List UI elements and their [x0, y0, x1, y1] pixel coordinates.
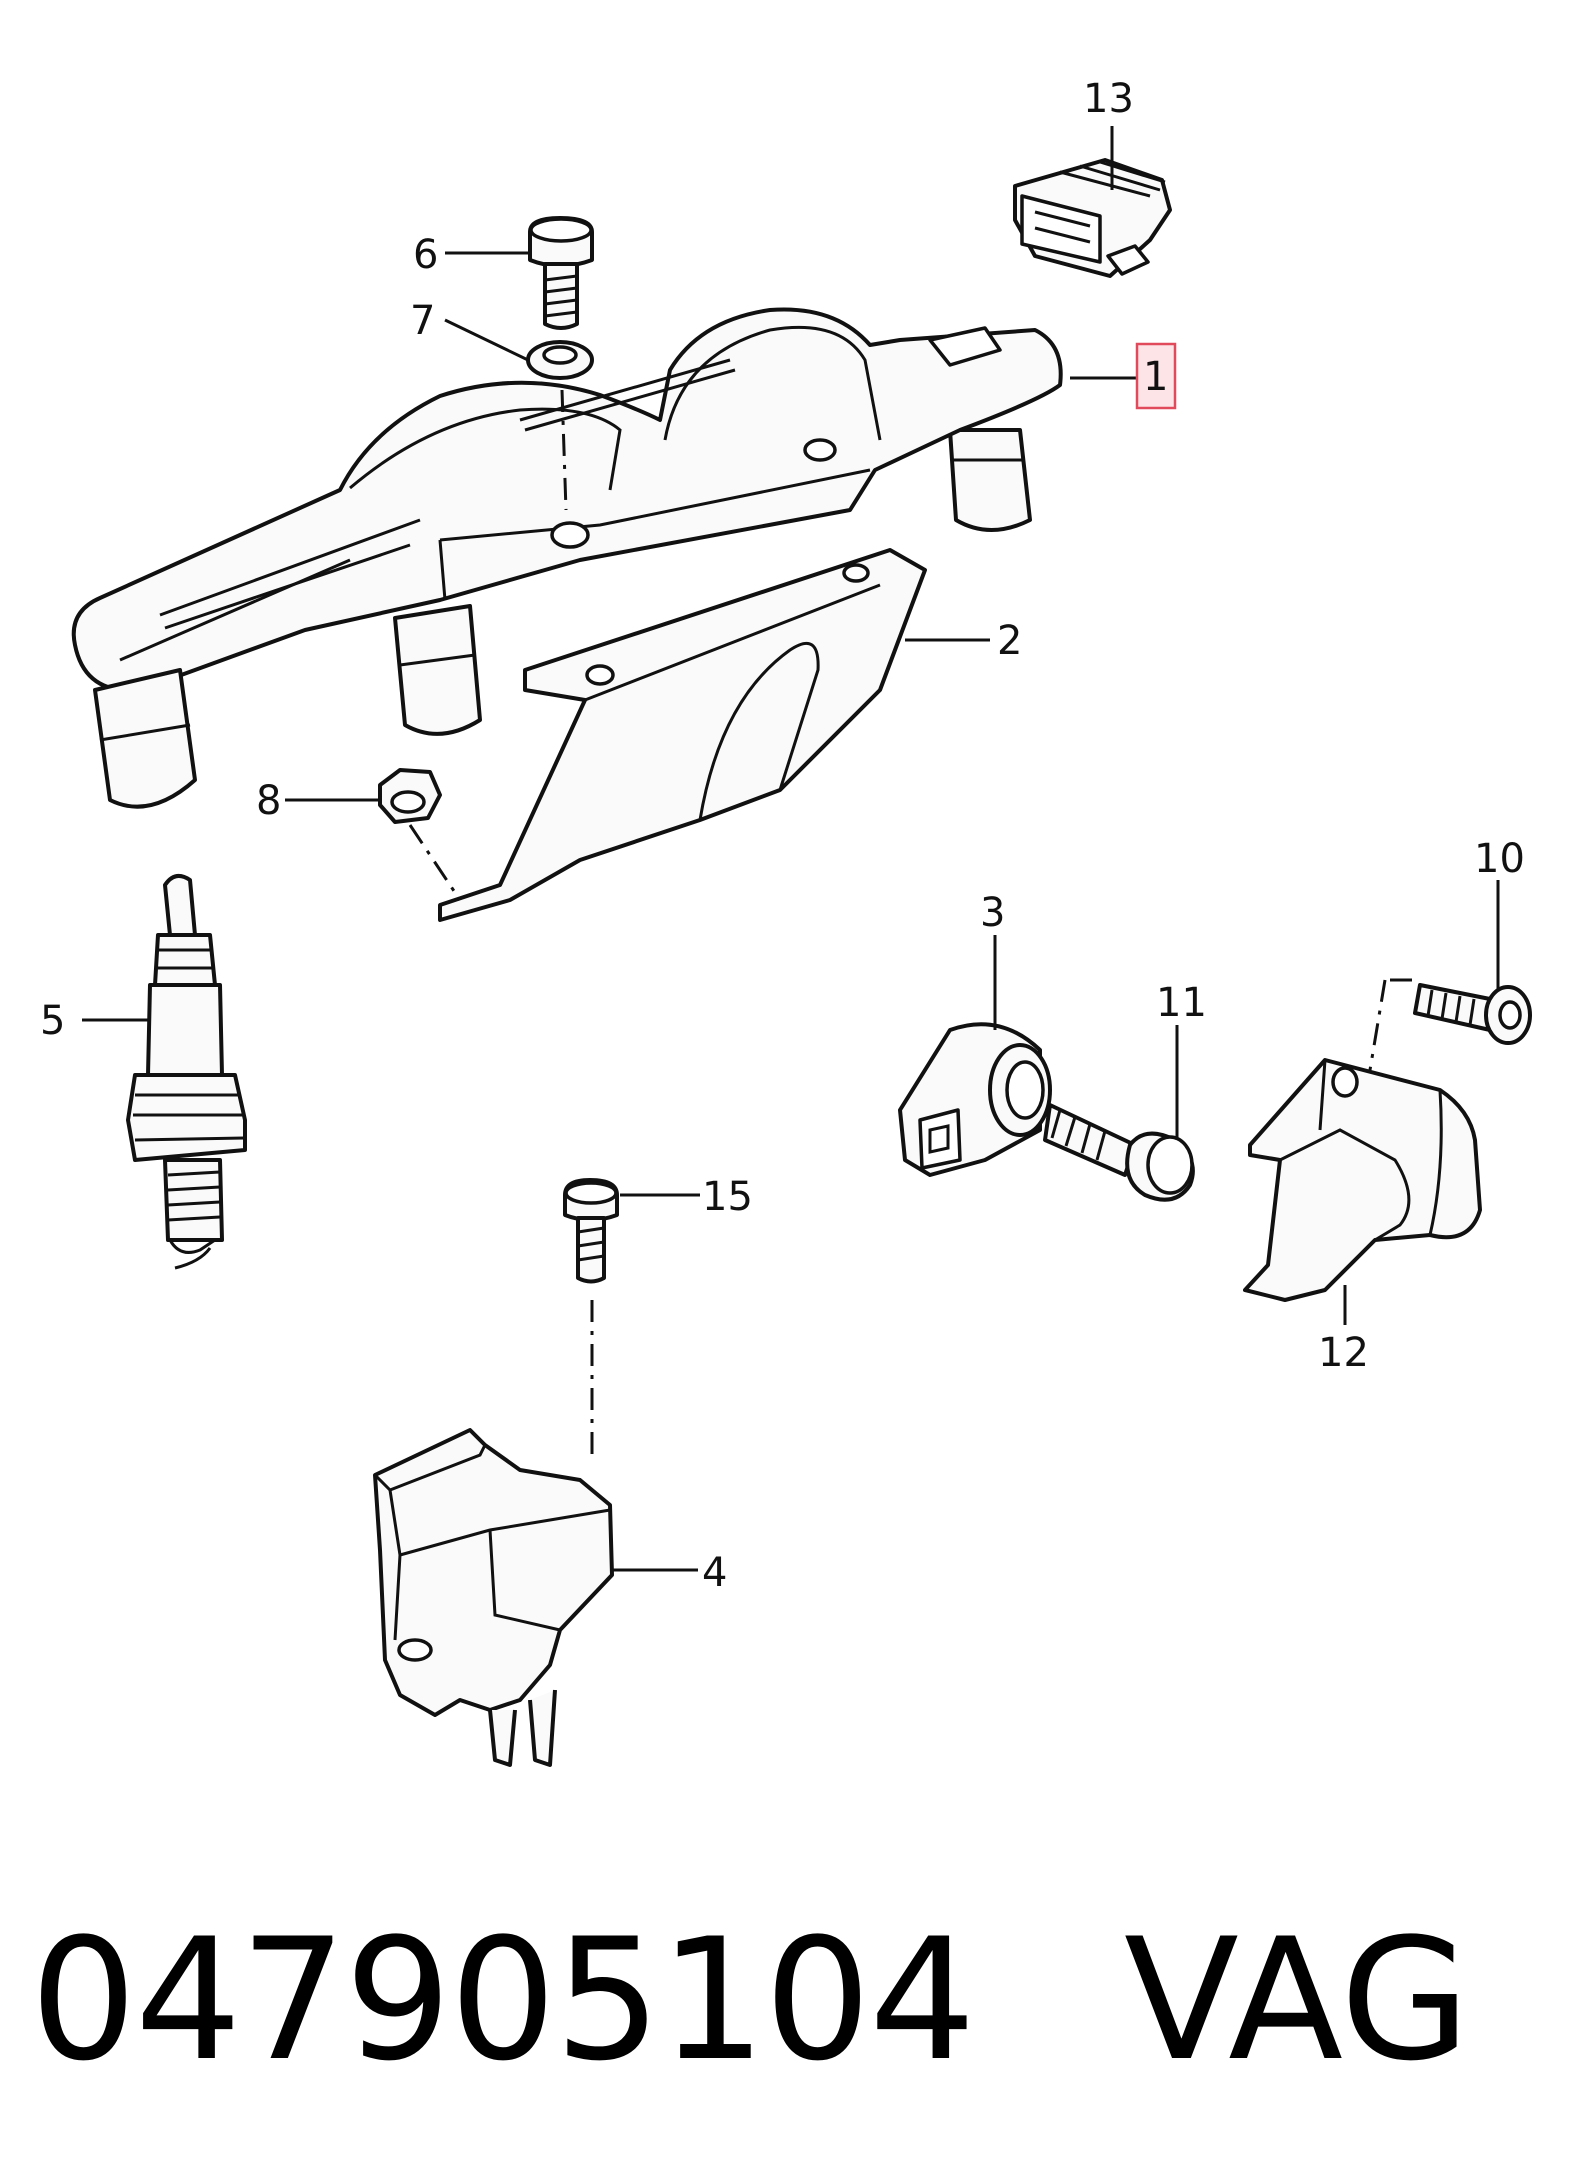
assembly-axis-lines [408, 389, 1415, 1460]
mounting-bracket-2 [438, 548, 927, 922]
ignition-module-4 [373, 1428, 614, 1767]
exploded-parts-diagram: 13 6 7 1 2 8 10 3 5 11 15 12 4 [40, 76, 1532, 1767]
highlight-box-1 [1135, 342, 1177, 410]
callout-10: 10 [1474, 836, 1525, 882]
callout-4: 4 [702, 1550, 727, 1596]
bolt-11 [1043, 1103, 1195, 1202]
sensor-3 [898, 1022, 1052, 1177]
nut-8 [378, 768, 442, 824]
callout-6: 6 [413, 232, 438, 278]
callout-labels: 13 6 7 1 2 8 10 3 5 11 15 12 4 [40, 76, 1525, 1596]
callout-13: 13 [1083, 76, 1134, 122]
callout-1: 1 [1143, 354, 1168, 400]
washer-7 [526, 340, 594, 380]
bolt-6 [528, 216, 594, 330]
callout-5: 5 [40, 998, 65, 1044]
part-number: 047905104 [30, 1902, 976, 2098]
callout-3: 3 [980, 890, 1005, 936]
callout-7: 7 [410, 298, 435, 344]
callout-15: 15 [702, 1174, 753, 1220]
bracket-12 [1243, 1058, 1482, 1302]
bolt-15 [563, 1178, 619, 1284]
callout-11: 11 [1156, 980, 1207, 1026]
callout-8: 8 [256, 778, 281, 824]
ignition-coil-pack-1 [71, 307, 1063, 809]
connector-plug-13 [1013, 158, 1172, 278]
leader-lines [82, 126, 1500, 1572]
callout-12: 12 [1318, 1330, 1369, 1376]
spark-plug-5 [126, 874, 247, 1270]
bolt-10 [1413, 983, 1532, 1045]
callout-2: 2 [997, 618, 1022, 664]
brand-name: VAG [1123, 1902, 1471, 2098]
part-caption: 047905104 VAG [30, 1905, 1550, 2095]
